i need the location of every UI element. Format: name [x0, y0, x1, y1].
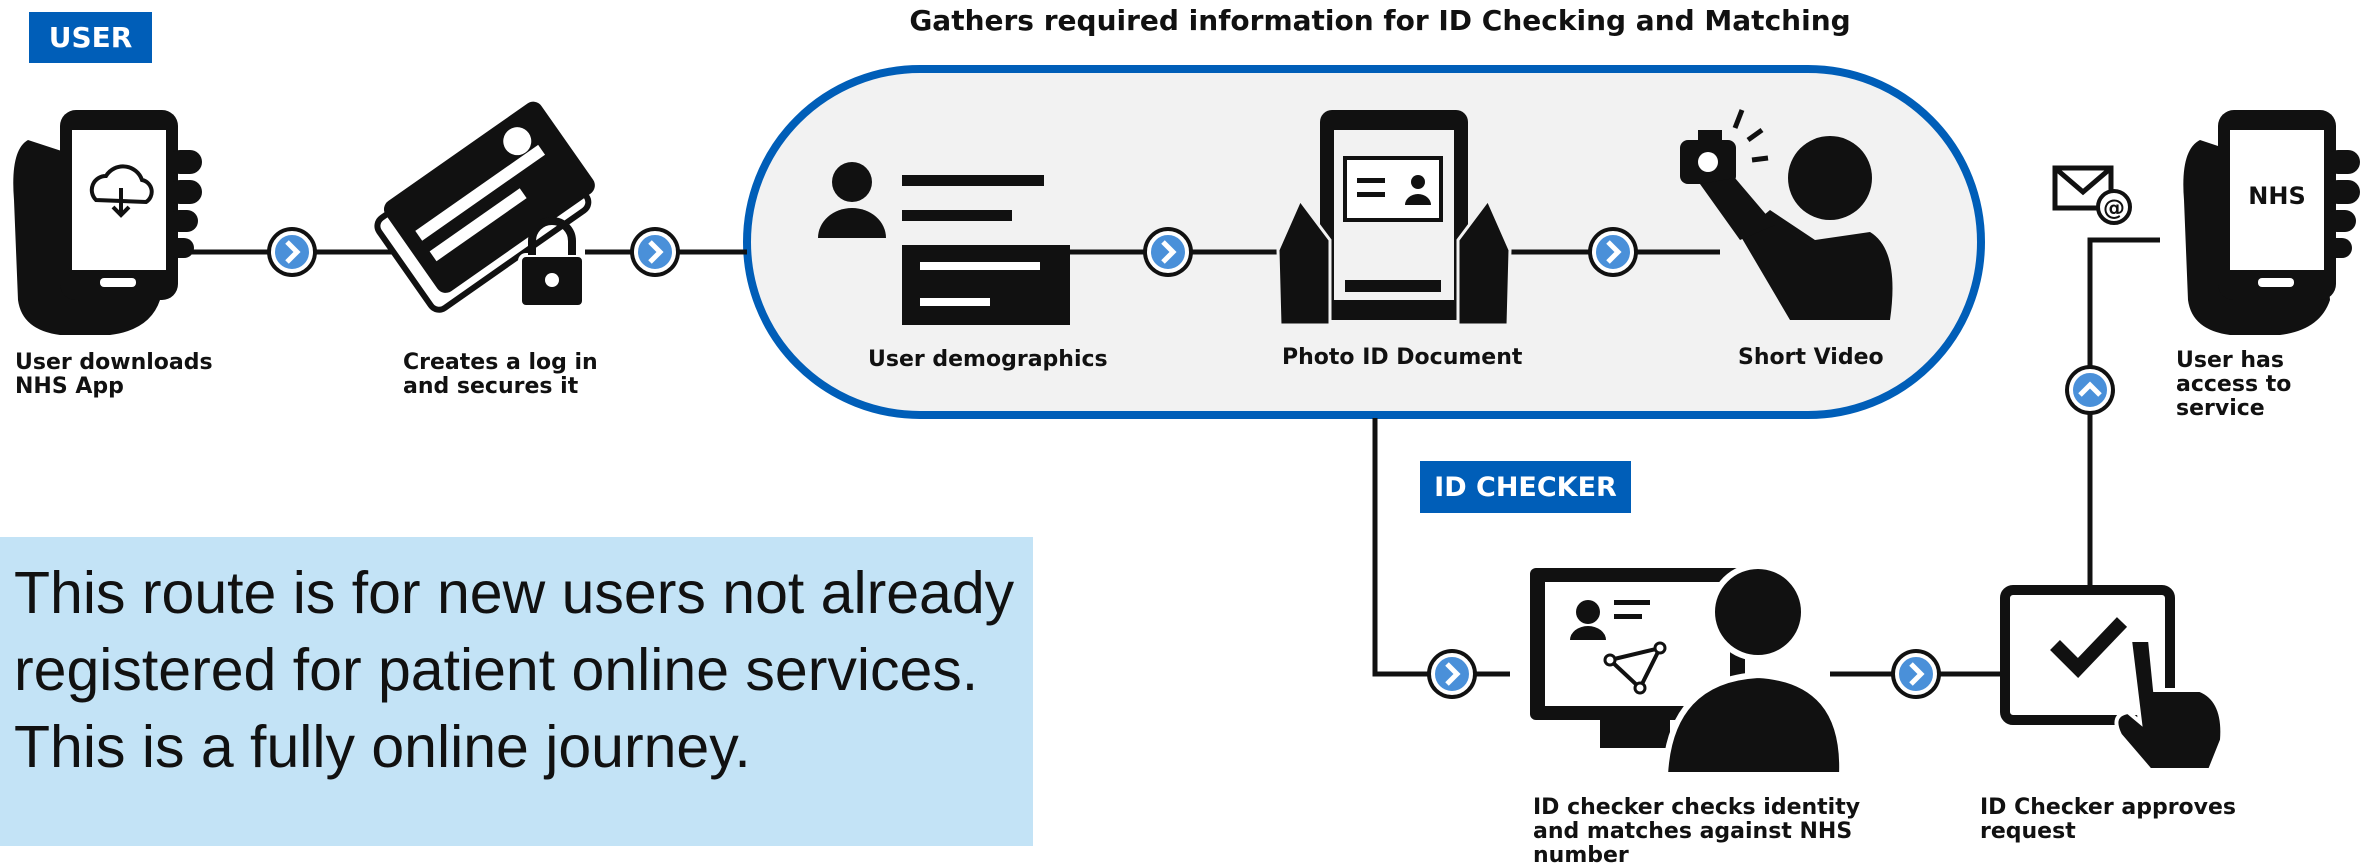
- selfie-video-icon: [1680, 109, 1893, 320]
- arrow-circle-4-icon: [1588, 227, 1638, 277]
- phone-nhs-text: NHS: [2248, 182, 2305, 210]
- arrow-circle-1-icon: [267, 227, 317, 277]
- step-label-approve: ID Checker approves request: [1980, 795, 2237, 844]
- arrow-circle-up-icon: [2065, 365, 2115, 415]
- svg-text:@: @: [2103, 196, 2125, 221]
- phone-nhs-icon: [2183, 110, 2360, 335]
- user-demographics-icon: [818, 162, 1070, 325]
- step-label-demographics: User demographics: [868, 347, 1108, 372]
- step-label-checker: ID checker checks identity and matches a…: [1533, 795, 1861, 868]
- arrow-circle-3-icon: [1143, 227, 1193, 277]
- id-checker-tag: ID CHECKER: [1420, 461, 1631, 513]
- step-label-login: Creates a log in and secures it: [403, 350, 598, 399]
- envelope-at-icon: @: [2052, 165, 2132, 225]
- user-tag: USER: [29, 12, 152, 63]
- card-lock-icon: [374, 101, 595, 313]
- checker-monitor-icon: [1530, 563, 1846, 778]
- step-label-photo-id: Photo ID Document: [1282, 345, 1523, 370]
- arrow-circle-2-icon: [630, 227, 680, 277]
- photo-id-tablet-icon: [1276, 110, 1512, 327]
- route-note: This route is for new users not already …: [0, 537, 1033, 846]
- step-label-download: User downloads NHS App: [15, 350, 213, 399]
- step-label-access: User has access to service: [2176, 348, 2292, 421]
- arrow-circle-6-icon: [1891, 649, 1941, 699]
- arrow-circle-5-icon: [1427, 649, 1477, 699]
- phone-download-icon: [13, 110, 202, 335]
- journey-diagram: @ NHS: [13, 65, 2360, 778]
- gather-heading: Gathers required information for ID Chec…: [909, 4, 1851, 37]
- step-label-video: Short Video: [1738, 345, 1884, 370]
- tap-approve-icon: [2000, 585, 2225, 772]
